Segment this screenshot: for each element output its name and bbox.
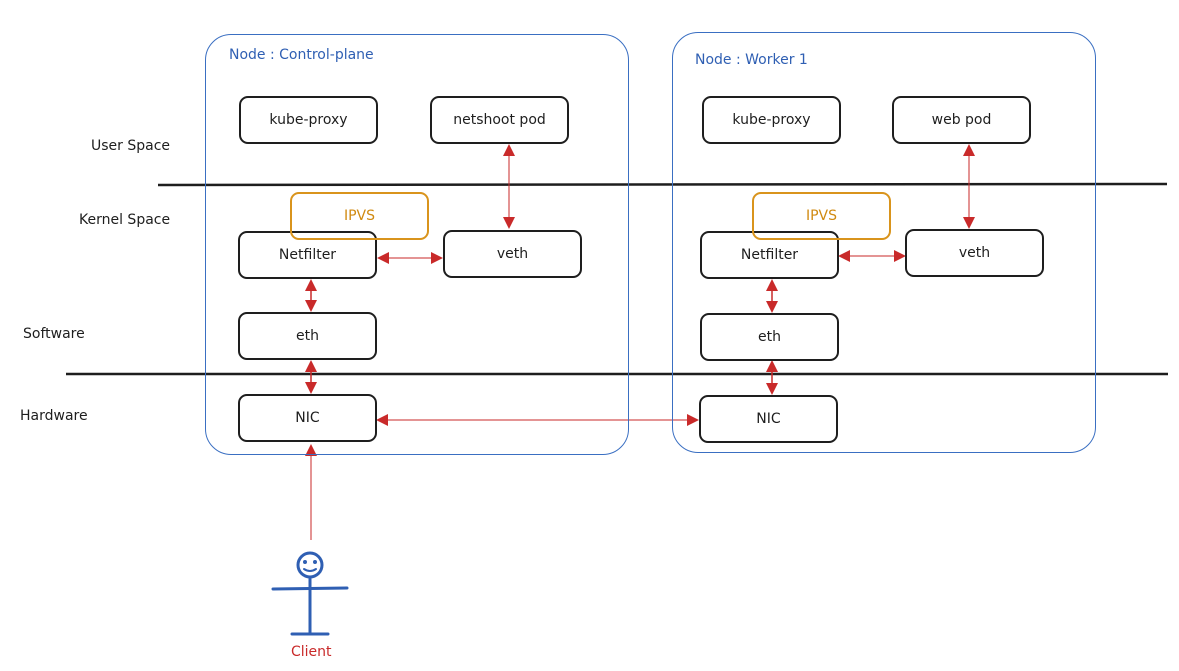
- node-control-plane-frame: [205, 34, 629, 455]
- cp-ipvs-box: IPVS: [290, 192, 429, 240]
- cp-nic-box: NIC: [238, 394, 377, 442]
- cp-veth-box: veth: [443, 230, 582, 278]
- layer-label-hardware: Hardware: [20, 408, 88, 424]
- layer-label-user-space: User Space: [91, 138, 171, 154]
- w1-kube-proxy-box: kube-proxy: [702, 96, 841, 144]
- w1-nic-box: NIC: [699, 395, 838, 443]
- w1-web-pod-box: web pod: [892, 96, 1031, 144]
- w1-eth-box: eth: [700, 313, 839, 361]
- node-worker1-frame: [672, 32, 1096, 453]
- cp-netshoot-pod-box: netshoot pod: [430, 96, 569, 144]
- node-worker1-title: Node : Worker 1: [695, 52, 808, 68]
- cp-kube-proxy-box: kube-proxy: [239, 96, 378, 144]
- w1-veth-box: veth: [905, 229, 1044, 277]
- w1-ipvs-box: IPVS: [752, 192, 891, 240]
- client-label: Client: [291, 644, 332, 660]
- cp-eth-box: eth: [238, 312, 377, 360]
- layer-label-kernel-space: Kernel Space: [79, 212, 171, 228]
- layer-label-software: Software: [23, 326, 85, 342]
- node-control-plane-title: Node : Control-plane: [229, 47, 374, 63]
- divider-user-kernel: [157, 182, 1168, 187]
- stick-figure-person-icon: [271, 551, 349, 636]
